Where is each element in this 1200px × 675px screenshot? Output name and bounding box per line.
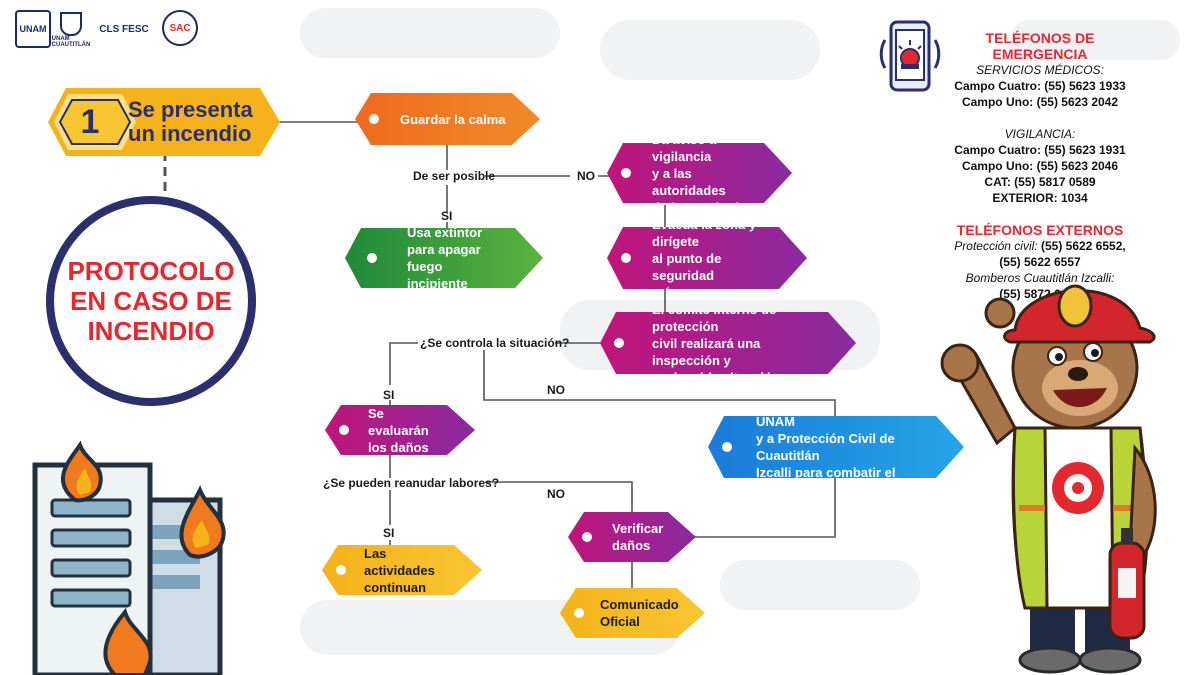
bullet-icon	[614, 338, 624, 348]
bullet-icon	[369, 114, 379, 124]
node-llamar-bomberos: Se llamará a bomberos UNAM y a Protecció…	[708, 416, 964, 478]
protocol-title: PROTOCOLO EN CASO DE INCENDIO	[67, 256, 235, 346]
sac-logo: SAC	[162, 10, 198, 46]
firefighter-bear-mascot	[940, 284, 1157, 674]
security-phone: Campo Uno: (55) 5623 2046	[961, 159, 1119, 173]
medical-phone: Campo Uno: (55) 5623 2042	[961, 95, 1119, 109]
bullet-icon	[336, 565, 346, 575]
external-title: TELÉFONOS EXTERNOS	[956, 222, 1124, 238]
node-da-aviso: Da aviso a vigilancia y a las autoridade…	[607, 143, 792, 203]
label-no-3: NO	[547, 487, 565, 501]
logo-text: SAC	[169, 22, 191, 34]
label-si-1: SI	[441, 209, 453, 223]
node-text: Evacua la zona y dirígete al punto de se…	[652, 216, 757, 300]
civil-protection-phone: (55) 5622 6552,	[1037, 239, 1126, 253]
burning-building-illustration	[32, 440, 226, 675]
bullet-icon	[621, 253, 631, 263]
emergency-phone-icon	[879, 20, 941, 92]
node-text: Usa extintor para apagar fuego incipient…	[407, 225, 483, 291]
security-heading: VIGILANCIA:	[1004, 127, 1076, 141]
medical-heading: SERVICIOS MÉDICOS:	[976, 63, 1104, 77]
bullet-icon	[722, 442, 732, 452]
bullet-icon	[367, 253, 377, 263]
logo-text: UNAM CUAUTITLÁN	[51, 36, 91, 48]
shield-icon	[60, 12, 82, 36]
medical-phone: Campo Cuatro: (55) 5623 1933	[954, 79, 1126, 93]
protocol-circle: PROTOCOLO EN CASO DE INCENDIO	[46, 196, 256, 406]
security-phone: Campo Cuatro: (55) 5623 1931	[954, 143, 1126, 157]
civil-protection-label: Protección civil:	[954, 239, 1038, 253]
background-shape	[720, 560, 920, 610]
security-phone: CAT: (55) 5817 0589	[984, 175, 1096, 189]
background-shape	[600, 20, 820, 80]
label-si-3: SI	[383, 526, 395, 540]
node-evacua: Evacua la zona y dirígete al punto de se…	[607, 227, 807, 289]
step-number: 1	[80, 102, 100, 141]
start-step-shape	[48, 88, 280, 156]
emergency-title: TELÉFONOS DE EMERGENCIA	[985, 30, 1095, 62]
label-de-ser-posible: De ser posible	[413, 169, 496, 183]
node-usa-extintor: Usa extintor para apagar fuego incipient…	[345, 228, 543, 288]
label-si-2: SI	[383, 388, 395, 402]
logo-text: CLS FESC	[99, 23, 149, 35]
node-comite: El comité interno de protección civil re…	[600, 312, 856, 374]
node-text: Guardar la calma	[400, 111, 506, 127]
firefighters-label: Bomberos Cuautitlán Izcalli:	[965, 271, 1115, 285]
background-shape	[1010, 20, 1180, 60]
node-guardar-calma: Guardar la calma	[355, 93, 540, 145]
label-reanudar-labores: ¿Se pueden reanudar labores?	[323, 476, 500, 490]
cls-fesc-logo: CLS FESC	[90, 10, 158, 48]
bullet-icon	[582, 532, 592, 542]
node-text: Da aviso a vigilancia y a las autoridade…	[652, 131, 739, 215]
label-no-1: NO	[577, 169, 595, 183]
security-phone: EXTERIOR: 1034	[992, 191, 1088, 205]
node-verificar-danos: Verificar daños	[568, 512, 696, 562]
label-no-2: NO	[547, 383, 565, 397]
bullet-icon	[621, 168, 631, 178]
node-text: Comunicado Oficial	[600, 597, 679, 629]
bullet-icon	[574, 608, 584, 618]
civil-protection-phone: (55) 5622 6557	[999, 255, 1081, 269]
bullet-icon	[339, 425, 349, 435]
background-shape	[300, 8, 560, 58]
node-text: Las actividades continuan	[364, 545, 435, 595]
node-actividades-continuan: Las actividades continuan	[322, 545, 482, 595]
emergency-phones-panel: TELÉFONOS DE EMERGENCIA SERVICIOS MÉDICO…	[945, 30, 1135, 302]
node-text: El comité interno de protección civil re…	[652, 318, 780, 385]
node-text: Se evaluarán los daños	[368, 405, 429, 455]
node-evaluaran-danos: Se evaluarán los daños	[325, 405, 475, 455]
unam-logo: UNAM	[15, 10, 51, 48]
node-text: Verificar daños	[612, 521, 664, 553]
label-se-controla: ¿Se controla la situación?	[420, 336, 570, 350]
node-text: Se llamará a bomberos UNAM y a Protecció…	[756, 397, 899, 497]
start-title: Se presenta un incendio	[128, 97, 253, 146]
node-comunicado-oficial: Comunicado Oficial	[560, 588, 705, 638]
unam-cuautitlan-logo: UNAM CUAUTITLÁN	[52, 10, 90, 50]
